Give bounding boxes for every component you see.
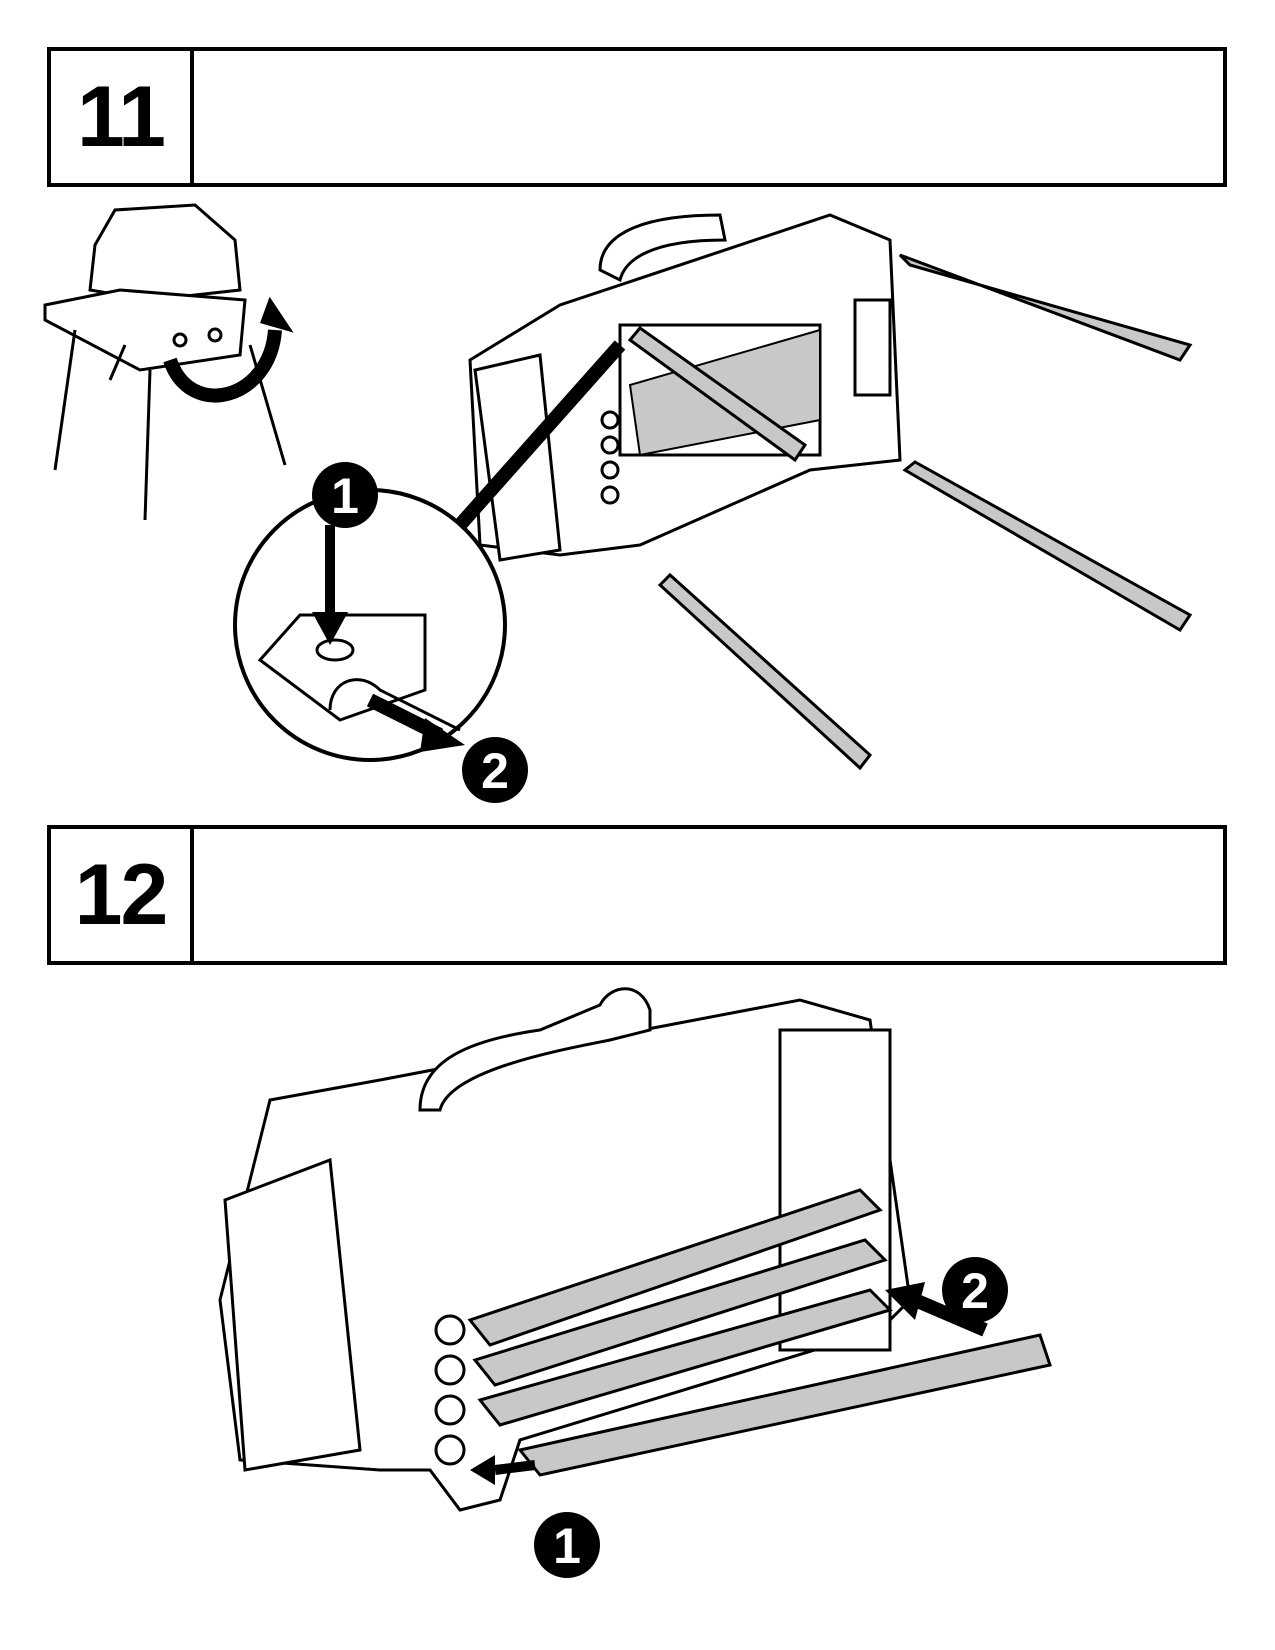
svg-text:1: 1 — [553, 1518, 581, 1574]
step11-callout-2: 2 — [462, 737, 528, 803]
svg-text:1: 1 — [331, 468, 359, 524]
grill-body-inverted-12 — [218, 987, 912, 1512]
step12-arrows — [470, 1282, 988, 1485]
step-number: 12 — [51, 829, 194, 961]
step-12-header: 12 — [47, 825, 1227, 965]
step11-callout-1: 1 — [312, 462, 378, 528]
step-number: 11 — [51, 51, 194, 183]
detail-magnifier — [233, 340, 626, 762]
step12-callout-1: 1 — [534, 1512, 600, 1578]
svg-text:2: 2 — [961, 1263, 989, 1319]
grill-legs — [627, 253, 1193, 771]
step-11-illustration: 1 2 — [43, 203, 1193, 803]
step-11-header: 11 — [47, 47, 1227, 187]
grill-overview-icon — [43, 203, 294, 521]
step12-callout-2: 2 — [942, 1257, 1008, 1323]
stored-legs — [467, 1188, 1052, 1477]
svg-text:2: 2 — [481, 743, 509, 799]
